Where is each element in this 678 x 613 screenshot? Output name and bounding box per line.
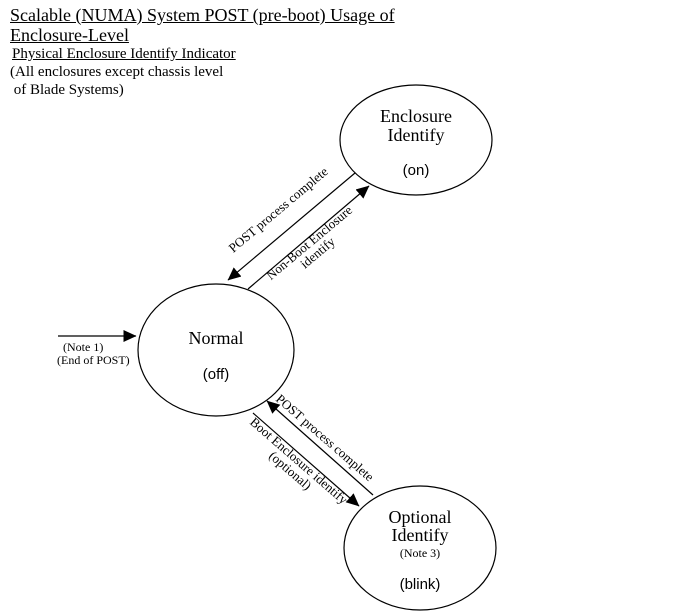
normal-name: Normal — [189, 328, 244, 348]
title-heading-line-1: Scalable (NUMA) System POST (pre-boot) U… — [10, 5, 395, 25]
enclosure-identify-mode: (on) — [403, 162, 430, 179]
title-subtitle: Physical Enclosure Identify Indicator — [12, 46, 236, 62]
entry-end-of-post-label: (End of POST) — [57, 353, 130, 367]
enclosure-identify-name-line-2: Identify — [388, 125, 445, 145]
scope-note-line-1: (All enclosures except chassis level — [10, 64, 224, 80]
arrow-optional-to-normal — [266, 400, 374, 496]
state-normal — [137, 283, 295, 417]
arrow-enclosure-to-normal — [227, 172, 356, 281]
arrow-normal-to-enclosure — [247, 185, 370, 290]
scope-note-line-2: of Blade Systems) — [10, 82, 124, 98]
title-block: Scalable (NUMA) System POST (pre-boot) U… — [10, 5, 395, 99]
optional-identify-note: (Note 3) — [400, 546, 440, 560]
entry-note-label: (Note 1) — [63, 340, 103, 354]
optional-identify-name-line-1: Optional — [389, 507, 452, 527]
normal-mode: (off) — [203, 366, 229, 383]
state-optional-identify — [343, 485, 497, 611]
enclosure-identify-name-line-1: Enclosure — [380, 106, 452, 126]
label-boot-identify: Boot Enclosure identify (optional) — [247, 414, 351, 507]
title-heading-line-2: Enclosure-Level — [10, 25, 129, 45]
state-enclosure-identify — [339, 84, 493, 196]
boot-identify-line-1: Boot Enclosure identify — [247, 414, 351, 507]
optional-identify-name-line-2: Identify — [392, 525, 449, 545]
arrow-normal-to-optional — [252, 412, 360, 507]
optional-identify-mode: (blink) — [400, 576, 441, 593]
